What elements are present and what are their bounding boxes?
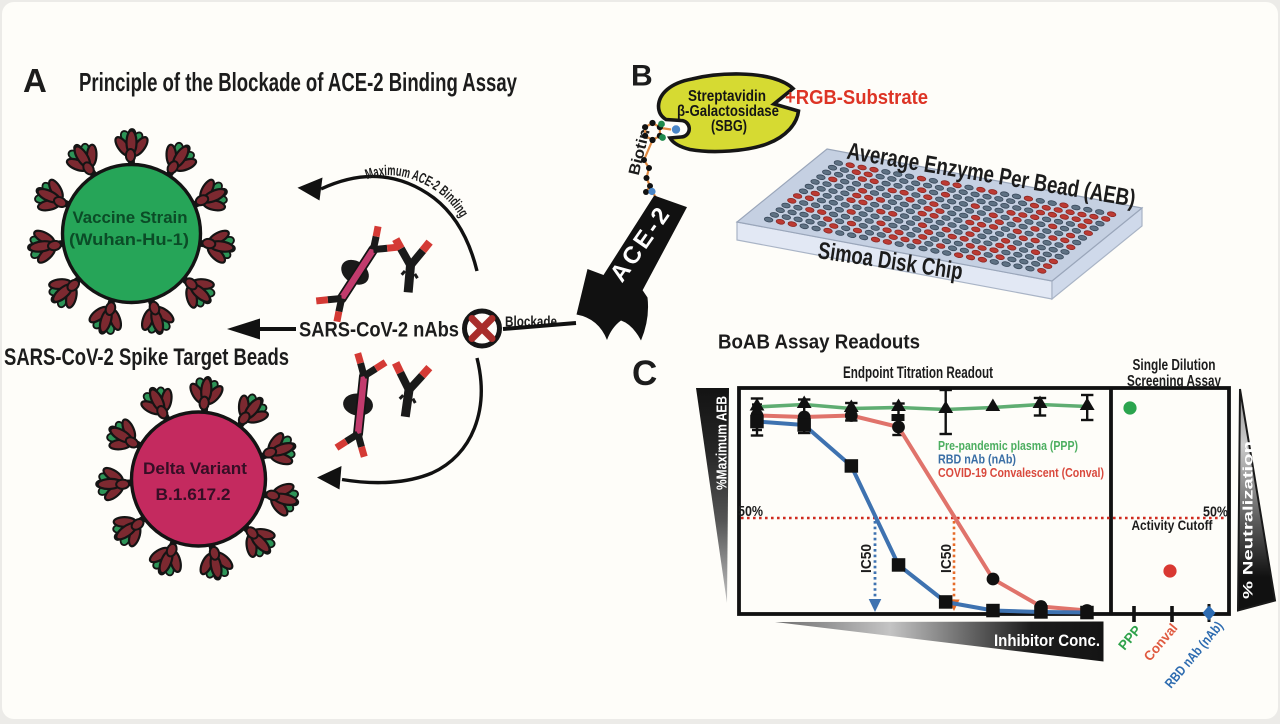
svg-text:SARS-CoV-2 nAbs: SARS-CoV-2 nAbs (299, 319, 459, 342)
svg-text:Inhibitor Conc.: Inhibitor Conc. (994, 631, 1100, 650)
svg-text:(Wuhan-Hu-1): (Wuhan-Hu-1) (69, 231, 189, 249)
svg-text:β-Galactosidase: β-Galactosidase (677, 103, 779, 120)
svg-text:C: C (632, 354, 657, 393)
svg-text:Streptavidin: Streptavidin (688, 88, 766, 105)
svg-text:BoAB Assay Readouts: BoAB Assay Readouts (718, 332, 920, 354)
svg-text:% Neutralization: % Neutralization (1241, 441, 1256, 599)
svg-text:(SBG): (SBG) (711, 118, 747, 135)
svg-text:%Maximum AEB: %Maximum AEB (715, 396, 731, 490)
svg-text:A: A (23, 62, 47, 99)
svg-text:COVID-19 Convalescent (Conval): COVID-19 Convalescent (Conval) (938, 465, 1104, 480)
svg-text:+RGB-Substrate: +RGB-Substrate (785, 87, 928, 109)
svg-text:Single Dilution: Single Dilution (1133, 357, 1216, 374)
svg-text:SARS-CoV-2 Spike Target Beads: SARS-CoV-2 Spike Target Beads (4, 344, 289, 371)
svg-text:B: B (631, 60, 653, 93)
svg-text:RBD nAb (nAb): RBD nAb (nAb) (938, 452, 1016, 467)
svg-text:Activity Cutoff: Activity Cutoff (1132, 517, 1213, 533)
svg-text:B.1.617.2: B.1.617.2 (156, 485, 231, 504)
svg-text:Delta Variant: Delta Variant (143, 459, 247, 478)
svg-text:50%: 50% (738, 503, 763, 520)
svg-text:Pre-pandemic plasma (PPP): Pre-pandemic plasma (PPP) (938, 438, 1078, 453)
svg-text:IC50: IC50 (859, 544, 875, 573)
svg-text:Principle of the Blockade of A: Principle of the Blockade of ACE-2 Bindi… (79, 67, 517, 97)
svg-text:IC50: IC50 (939, 544, 955, 573)
svg-text:Endpoint Titration Readout: Endpoint Titration Readout (843, 364, 993, 382)
svg-text:Vaccine Strain: Vaccine Strain (73, 209, 188, 227)
svg-text:50%: 50% (1203, 504, 1228, 521)
svg-text:Screening Assay: Screening Assay (1127, 373, 1221, 390)
